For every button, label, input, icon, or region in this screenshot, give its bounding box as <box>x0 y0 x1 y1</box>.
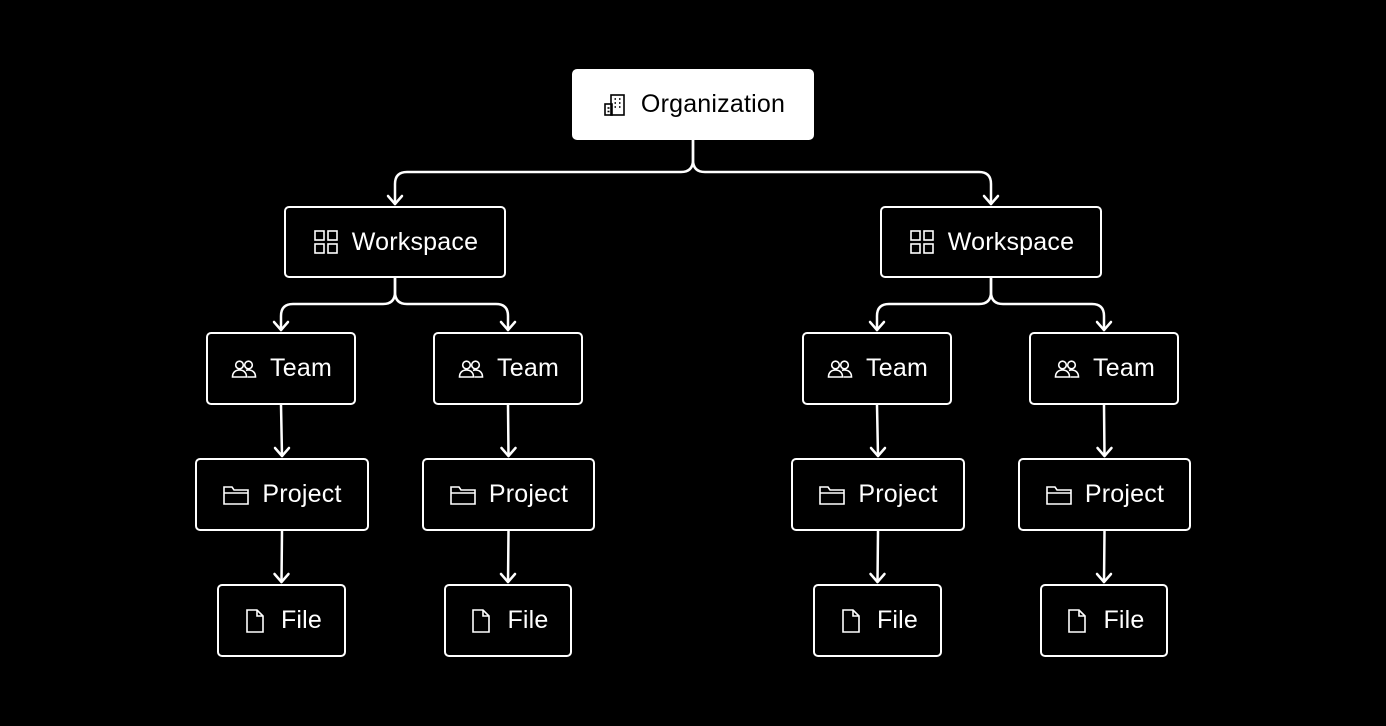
grid-icon <box>908 228 936 256</box>
building-icon <box>601 91 629 119</box>
connector-workspace_right-to-team_3 <box>875 276 993 332</box>
file-node-2: File <box>444 584 572 657</box>
grid-icon <box>312 228 340 256</box>
workspace-node-right: Workspace <box>880 206 1102 278</box>
users-icon <box>1053 355 1081 383</box>
connector-workspace_left-to-team_1 <box>279 276 397 332</box>
connector-workspace_right-to-team_4 <box>989 276 1106 332</box>
users-icon <box>457 355 485 383</box>
folder-icon <box>449 481 477 509</box>
arrowhead-file_1 <box>273 572 290 584</box>
arrowhead-team_4 <box>1095 320 1113 332</box>
arrowhead-workspace_left <box>386 194 404 206</box>
users-icon <box>230 355 258 383</box>
file-node-3: File <box>813 584 942 657</box>
arrowhead-team_2 <box>499 320 517 332</box>
folder-icon <box>1045 481 1073 509</box>
users-icon <box>826 355 854 383</box>
workspace-label: Workspace <box>351 227 479 256</box>
arrowhead-workspace_right <box>982 194 1000 206</box>
workspace-label: Workspace <box>947 227 1075 256</box>
connector-workspace_left-to-team_2 <box>393 276 510 332</box>
project-node-4: Project <box>1018 458 1191 531</box>
file-label: File <box>507 606 549 634</box>
connector-project_4-to-file_4 <box>1102 529 1106 584</box>
arrowhead-team_1 <box>272 320 290 332</box>
file-icon <box>837 607 865 635</box>
arrowhead-team_3 <box>868 320 886 332</box>
folder-icon <box>818 481 846 509</box>
connector-team_3-to-project_3 <box>875 403 880 458</box>
connector-team_4-to-project_4 <box>1102 403 1106 458</box>
team-node-1: Team <box>206 332 356 405</box>
arrowhead-project_3 <box>869 446 887 458</box>
project-node-2: Project <box>422 458 595 531</box>
connector-project_3-to-file_3 <box>876 529 880 584</box>
connector-team_2-to-project_2 <box>506 403 510 458</box>
connector-organization-to-workspace_left <box>393 138 695 206</box>
connector-organization-to-workspace_right <box>691 138 993 206</box>
connector-team_1-to-project_1 <box>279 403 284 458</box>
arrowhead-file_3 <box>869 572 886 584</box>
team-label: Team <box>1093 354 1155 382</box>
connector-project_2-to-file_2 <box>506 529 510 584</box>
organization-label: Organization <box>640 90 786 118</box>
project-label: Project <box>1084 480 1165 508</box>
team-label: Team <box>866 354 928 382</box>
arrowhead-file_4 <box>1095 572 1113 584</box>
team-label: Team <box>497 354 559 382</box>
team-label: Team <box>270 354 332 382</box>
arrowhead-project_4 <box>1096 446 1113 458</box>
project-node-3: Project <box>791 458 965 531</box>
project-label: Project <box>858 480 938 508</box>
edge-layer <box>272 138 1113 584</box>
team-node-4: Team <box>1029 332 1179 405</box>
file-icon <box>467 607 495 635</box>
file-label: File <box>280 606 323 634</box>
arrowhead-project_1 <box>273 446 291 458</box>
project-label: Project <box>488 480 569 508</box>
file-icon <box>241 607 269 635</box>
team-node-3: Team <box>802 332 952 405</box>
organization-node: Organization <box>572 69 814 140</box>
file-label: File <box>1103 606 1145 634</box>
team-node-2: Team <box>433 332 583 405</box>
file-icon <box>1063 607 1091 635</box>
connector-project_1-to-file_1 <box>280 529 284 584</box>
file-node-1: File <box>217 584 346 657</box>
project-label: Project <box>262 480 342 508</box>
arrowhead-project_2 <box>500 446 517 458</box>
project-node-1: Project <box>195 458 369 531</box>
arrowhead-file_2 <box>499 572 517 584</box>
file-label: File <box>876 606 919 634</box>
workspace-node-left: Workspace <box>284 206 506 278</box>
file-node-4: File <box>1040 584 1168 657</box>
folder-icon <box>222 481 250 509</box>
